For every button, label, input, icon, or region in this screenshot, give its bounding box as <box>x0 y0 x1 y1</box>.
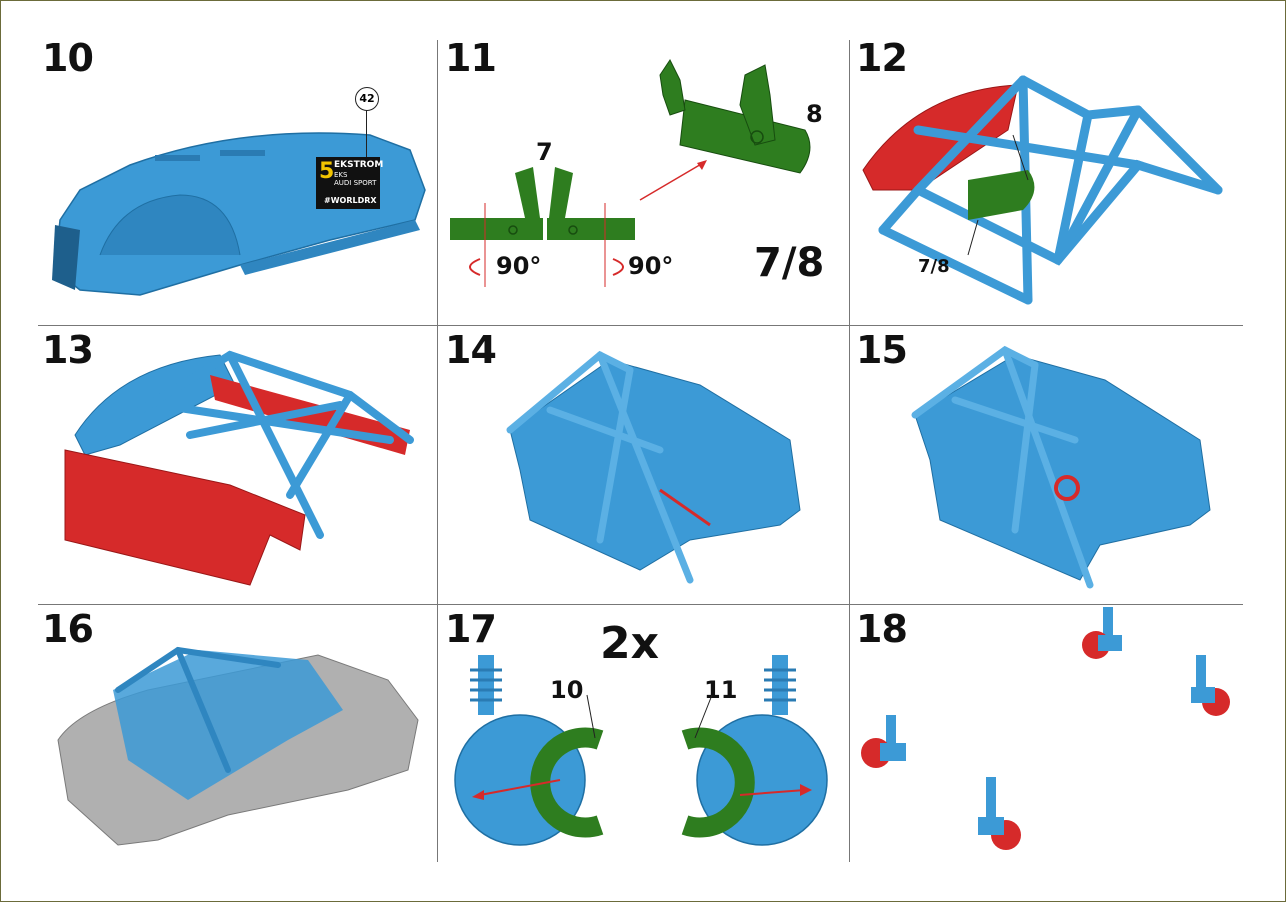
body-shell-illustration <box>57 646 419 846</box>
step-number-14: 14 <box>445 328 497 372</box>
grid-divider-horizontal-2 <box>38 604 1243 605</box>
ekstrom-sticker: 5 EKSTROM EKS AUDI SPORT #WORLDRX <box>316 157 384 209</box>
part-label-8: 8 <box>806 100 823 128</box>
step-number-10: 10 <box>42 36 94 80</box>
step-number-15: 15 <box>856 328 908 372</box>
sticker-number: 5 <box>319 159 335 184</box>
step-number-12: 12 <box>856 36 908 80</box>
part-label-7: 7 <box>536 138 553 166</box>
cage-steering-wheel-illustration <box>911 345 1211 589</box>
step-number-18: 18 <box>856 607 908 651</box>
quantity-label: 2x <box>600 618 659 669</box>
callout-42: 42 <box>355 87 379 111</box>
sticker-tag: #WORLDRX <box>324 196 377 205</box>
part-label-7-8: 7/8 <box>918 256 950 277</box>
sticker-name: EKSTROM <box>334 160 384 170</box>
brake-assembly-illustration <box>454 655 828 846</box>
sticker-team: EKS <box>334 171 348 179</box>
step-number-17: 17 <box>445 607 497 651</box>
step-number-11: 11 <box>445 36 497 80</box>
step-number-13: 13 <box>42 328 94 372</box>
part-label-10: 10 <box>550 676 584 704</box>
grid-divider-vertical-1 <box>437 40 438 862</box>
roll-cage-bracket-illustration <box>862 75 1223 305</box>
callout-42-leader <box>366 110 367 158</box>
cage-body-side-illustration <box>506 350 801 584</box>
cage-side-panels-illustration <box>64 350 414 586</box>
rotate-right-label: 90° <box>628 252 674 280</box>
grid-divider-vertical-2 <box>849 40 850 862</box>
dashboard-part-illustration <box>52 132 426 296</box>
combined-part-label: 7/8 <box>754 240 825 286</box>
sticker-brand: AUDI SPORT <box>334 179 377 187</box>
corner-assemblies-illustration <box>861 607 1230 850</box>
bracket-parts-illustration <box>450 59 811 287</box>
grid-divider-horizontal-1 <box>38 325 1243 326</box>
part-label-11: 11 <box>704 676 738 704</box>
rotate-left-label: 90° <box>496 252 542 280</box>
step-number-16: 16 <box>42 607 94 651</box>
